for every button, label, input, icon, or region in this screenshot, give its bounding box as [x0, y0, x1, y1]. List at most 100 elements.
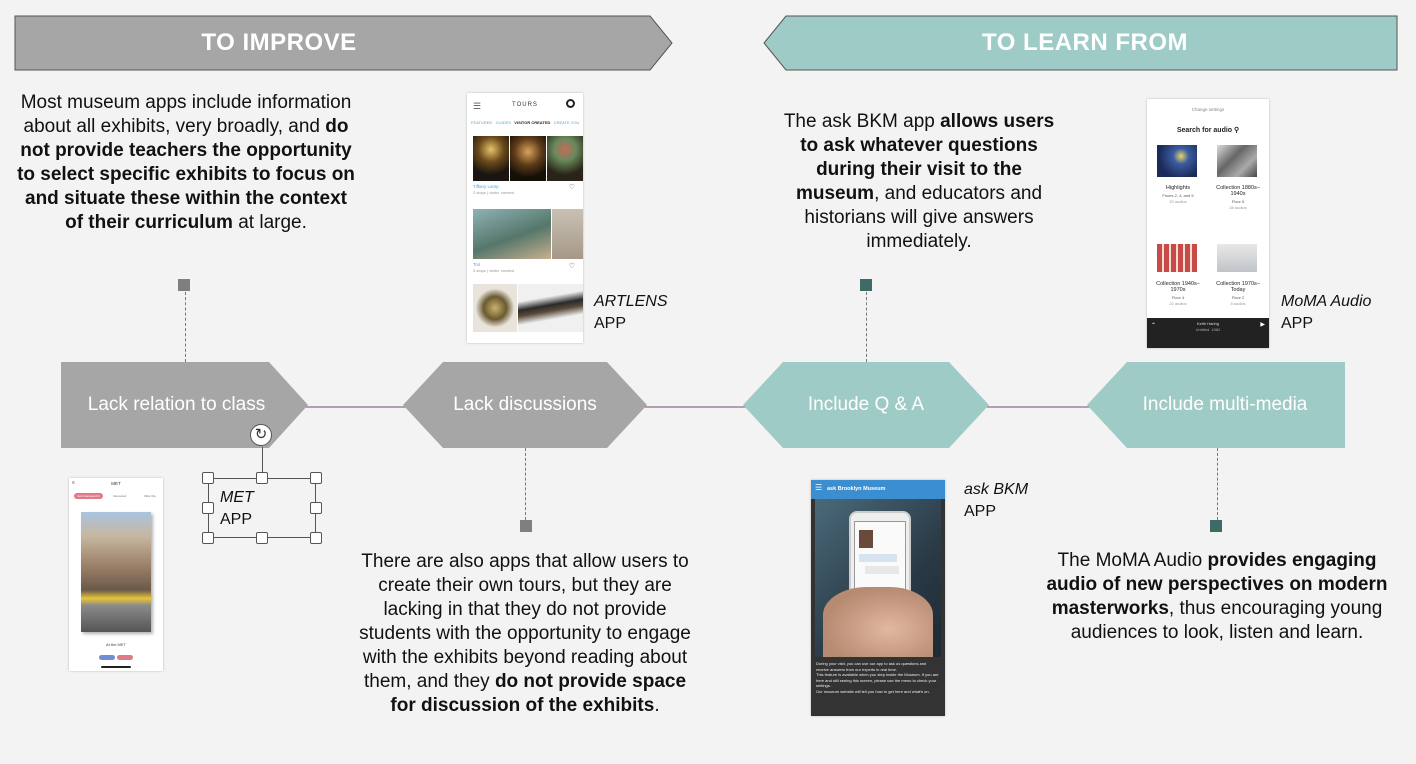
rotate-handle-icon[interactable]: ↻ — [250, 424, 272, 446]
moma-card-1-title: Highlights — [1165, 185, 1191, 191]
p4-text-2: , thus encouraging young audiences to lo… — [1070, 598, 1383, 643]
resize-handle-ne[interactable] — [310, 472, 322, 484]
artlens-title: TOURS — [512, 102, 538, 108]
artlens-tab-2[interactable]: VISITOR CREATED — [514, 120, 551, 125]
caption-met: MET APP — [220, 487, 254, 531]
node-lack-discussions-label: Lack discussions — [453, 394, 597, 415]
artlens-img-painting-1 — [473, 209, 551, 259]
moma-player-bar[interactable]: ⌃ Keith Haring Untitled. 1982 ▶ — [1147, 318, 1269, 348]
resize-handle-e[interactable] — [310, 502, 322, 514]
play-icon[interactable]: ▶ — [1260, 322, 1265, 328]
connector-dashed-3 — [866, 292, 867, 362]
p2-text-1: There are also apps that allow users to … — [359, 551, 691, 692]
moma-card-3-sub: Floor 4 — [1171, 295, 1185, 300]
moma-card-3-count: 22 audios — [1169, 301, 1187, 306]
met-pill-1[interactable]: Interested — [113, 494, 127, 498]
moma-card-2-title: Collection 1880s–1940s — [1216, 185, 1260, 197]
met-menu-icon: ≡ — [72, 480, 75, 486]
p4-text-1: The MoMA Audio — [1057, 550, 1208, 571]
to-improve-banner: TO IMPROVE — [14, 15, 674, 71]
moma-card-1-count: 20 audios — [1169, 199, 1187, 204]
marker-square-4 — [1210, 520, 1222, 532]
artlens-img-lamp-3 — [547, 136, 583, 181]
moma-card-2-sub: Floor 5 — [1231, 199, 1245, 204]
p3-text-1: The ask BKM app — [783, 111, 941, 132]
resize-handle-nw[interactable] — [202, 472, 214, 484]
artlens-img-object-2 — [518, 284, 583, 332]
moma-thumb-2 — [1217, 145, 1257, 177]
marker-square-2 — [520, 520, 532, 532]
p3-text-2: , and educators and historians will give… — [804, 183, 1043, 252]
marker-square-1 — [178, 279, 190, 291]
artlens-tab-3[interactable]: CREATE YOU — [553, 120, 580, 125]
met-selection-box[interactable]: MET APP — [202, 472, 322, 544]
artlens-img-lamp-1 — [473, 136, 509, 181]
paragraph-learn-2: The MoMA Audio provides engaging audio o… — [1034, 549, 1400, 645]
artlens-tabs: FEATURED GUIDES VISITOR CREATED CREATE Y… — [471, 120, 583, 125]
caption-artlens-name: ARTLENS — [594, 293, 668, 310]
moma-card-3-title: Collection 1940s–1970s — [1156, 281, 1200, 293]
resize-handle-se[interactable] — [310, 532, 322, 544]
caption-moma: MoMA Audio APP — [1281, 291, 1371, 335]
caption-met-suffix: APP — [220, 511, 253, 528]
bkm-header: ☰ ask Brooklyn Museum — [811, 480, 945, 499]
moma-card-4-sub: Floor 2 — [1231, 295, 1245, 300]
node-include-qa[interactable]: Include Q & A — [743, 362, 989, 448]
node-lack-relation[interactable]: Lack relation to class — [61, 362, 308, 448]
bkm-title: ask Brooklyn Museum — [827, 486, 886, 492]
caption-met-name: MET — [220, 489, 254, 506]
met-pill-0[interactable]: Just Interested In — [74, 493, 104, 499]
search-icon: ⚲ — [1234, 127, 1240, 134]
met-title: MET — [111, 481, 121, 486]
artlens-logo-icon — [566, 99, 575, 108]
resize-handle-s[interactable] — [256, 532, 268, 544]
met-button-red[interactable] — [117, 655, 133, 660]
resize-handle-n[interactable] — [256, 472, 268, 484]
paragraph-improve-2: There are also apps that allow users to … — [352, 550, 698, 718]
bkm-body-text: During your visit, you can use our app t… — [816, 661, 939, 694]
p1-text-2: at large. — [232, 212, 307, 233]
moma-player-work: Untitled. 1982 — [1195, 327, 1221, 332]
caption-artlens: ARTLENS APP — [594, 291, 668, 335]
node-lack-discussions[interactable]: Lack discussions — [403, 362, 647, 448]
paragraph-improve-1: Most museum apps include information abo… — [16, 91, 356, 235]
to-improve-title: TO IMPROVE — [201, 29, 357, 56]
resize-handle-sw[interactable] — [202, 532, 214, 544]
caption-bkm: ask BKM APP — [964, 479, 1028, 523]
artlens-app-screenshot: ☰ TOURS FEATURED GUIDES VISITOR CREATED … — [467, 93, 583, 343]
moma-card-1-sub: Floors 2, 4, and 5 — [1162, 193, 1194, 198]
met-app-screenshot: ≡ MET Just Interested In Interested Filt… — [69, 478, 163, 671]
artlens-item-2-meta: 3 stops | visitor created — [473, 268, 515, 273]
artlens-heart-icon-2[interactable]: ♡ — [568, 263, 575, 270]
node-include-multimedia-label: Include multi-media — [1142, 394, 1308, 415]
resize-handle-w[interactable] — [202, 502, 214, 514]
caption-artlens-suffix: APP — [594, 315, 627, 332]
artlens-menu-icon: ☰ — [473, 101, 482, 111]
moma-top-link[interactable]: Change settings — [1191, 107, 1225, 112]
artlens-tab-1[interactable]: GUIDES — [495, 120, 511, 125]
marker-square-3 — [860, 279, 872, 291]
connector-dashed-2 — [525, 448, 526, 520]
chevron-up-icon[interactable]: ⌃ — [1151, 323, 1157, 329]
p4-bold: provides engaging audio of new perspecti… — [1046, 550, 1388, 619]
node-include-multimedia[interactable]: Include multi-media — [1087, 362, 1345, 448]
met-home-indicator — [101, 666, 131, 668]
moma-card-4-count: 8 audios — [1230, 301, 1246, 306]
artlens-tab-0[interactable]: FEATURED — [471, 120, 493, 125]
bkm-menu-icon[interactable]: ☰ — [815, 483, 823, 492]
artlens-heart-icon[interactable]: ♡ — [568, 184, 575, 191]
caption-bkm-suffix: APP — [964, 503, 997, 520]
moma-thumb-1 — [1157, 145, 1197, 177]
moma-search-text: Search for audio — [1176, 127, 1233, 134]
artlens-item-2-name: Tori — [473, 262, 481, 267]
p3-bold: allows users to ask whatever questions d… — [795, 111, 1055, 204]
moma-card-2-count: 28 audios — [1229, 205, 1247, 210]
artlens-item-1-name: Tiffany Lamp — [473, 184, 499, 189]
connector-dashed-4 — [1217, 448, 1218, 520]
caption-moma-suffix: APP — [1281, 315, 1314, 332]
met-button-blue[interactable] — [99, 655, 115, 660]
moma-card-4-title: Collection 1970s–Today — [1216, 281, 1260, 293]
artlens-item-1-meta: 3 stops | visitor created — [473, 190, 515, 195]
moma-search-label[interactable]: Search for audio ⚲ — [1147, 126, 1269, 134]
met-pill-2[interactable]: Filter Me — [144, 494, 156, 498]
